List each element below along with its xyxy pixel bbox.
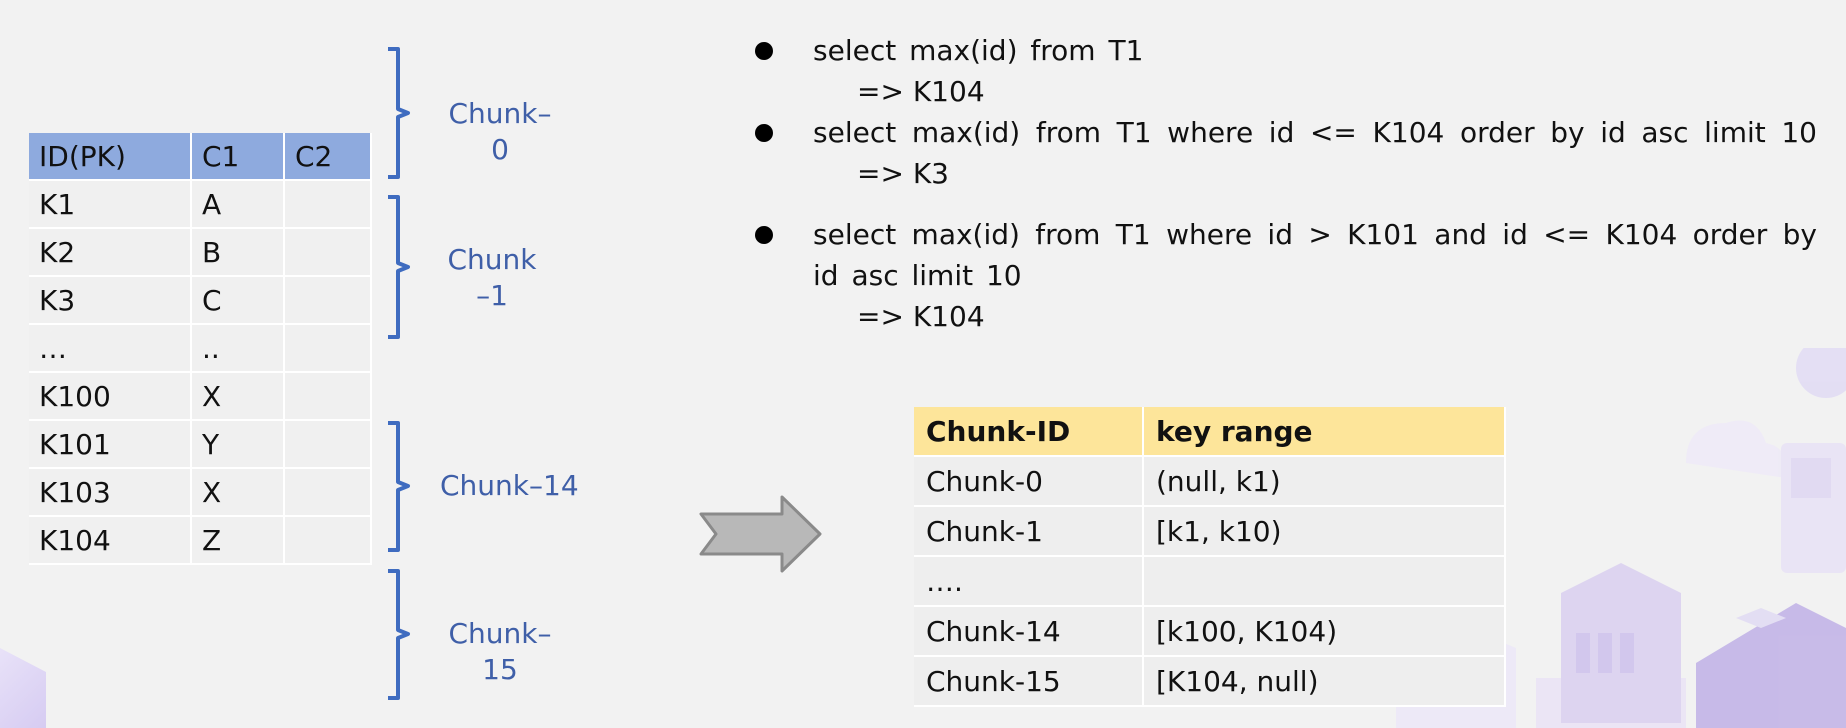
chunk-15-label-line2: 15	[482, 653, 518, 686]
table-row: Chunk-15[K104, null)	[914, 656, 1506, 707]
chunk-15-label: Chunk– 15	[440, 616, 560, 688]
list-item: select max(id) from T1 => K104	[755, 30, 1817, 112]
query-result: => K3	[857, 157, 949, 190]
cell-key-range: (null, k1)	[1143, 456, 1506, 507]
cell-c2	[284, 468, 372, 517]
cell-id: K2	[29, 228, 192, 277]
cell-c1: C	[191, 276, 285, 325]
chunk-14-bracket	[388, 421, 410, 552]
chunk-table-header-row: Chunk-ID key range	[914, 407, 1506, 457]
bullet-dot-icon	[755, 124, 773, 142]
cell-key-range	[1143, 556, 1506, 607]
cell-c2	[284, 516, 372, 565]
cell-id: K100	[29, 372, 192, 421]
cell-chunk-id: Chunk-1	[914, 506, 1144, 557]
cell-c1: A	[191, 180, 285, 229]
chunk-1-label-line2: –1	[476, 279, 508, 312]
chunk-1-label-line1: Chunk	[447, 243, 537, 276]
cell-key-range: [k100, K104)	[1143, 606, 1506, 657]
cell-c2	[284, 420, 372, 469]
bullet-dot-icon	[755, 42, 773, 60]
chunk-15-bracket	[388, 569, 410, 700]
cell-c1: Y	[191, 420, 285, 469]
chunk-1-label: Chunk –1	[432, 242, 552, 314]
chunk-15-label-line1: Chunk–	[448, 617, 552, 650]
cell-c2	[284, 372, 372, 421]
pk-col-header-id: ID(PK)	[29, 133, 192, 181]
chunk-0-label-line1: Chunk–	[448, 97, 552, 130]
query-text: select max(id) from T1	[813, 34, 1144, 67]
cell-c2	[284, 228, 372, 277]
cell-c2	[284, 276, 372, 325]
pk-table-header-row: ID(PK) C1 C2	[29, 133, 372, 181]
cloud-icon	[1686, 420, 1787, 478]
cell-id: K3	[29, 276, 192, 325]
bullet-dot-icon	[755, 226, 773, 244]
table-row: Chunk-0(null, k1)	[914, 456, 1506, 507]
chunk-col-header-id: Chunk-ID	[914, 407, 1144, 457]
cell-c1: X	[191, 468, 285, 517]
cell-c1: X	[191, 372, 285, 421]
query-result: => K104	[857, 75, 985, 108]
chunk-0-label-line2: 0	[491, 133, 509, 166]
chunk-col-header-range: key range	[1143, 407, 1506, 457]
cell-id: K103	[29, 468, 192, 517]
query-bullet-list: select max(id) from T1 => K104 select ma…	[755, 30, 1817, 337]
cell-key-range: [k1, k10)	[1143, 506, 1506, 557]
cell-id: K104	[29, 516, 192, 565]
cell-c2	[284, 324, 372, 373]
query-result: => K104	[857, 300, 985, 333]
query-text: select max(id) from T1 where id <= K104 …	[813, 116, 1817, 149]
table-row: …..	[29, 324, 372, 373]
chunk-0-bracket	[388, 47, 410, 179]
query-text-line1: select max(id) from T1 where id > K101 a…	[813, 218, 1817, 251]
table-row: Chunk-14[k100, K104)	[914, 606, 1506, 657]
cell-c1: ..	[191, 324, 285, 373]
chunk-range-table: Chunk-ID key range Chunk-0(null, k1) Chu…	[914, 407, 1506, 707]
chunk-1-bracket	[388, 195, 410, 339]
cell-id: K101	[29, 420, 192, 469]
chunk-14-label: Chunk–14	[440, 469, 579, 502]
list-item: select max(id) from T1 where id > K101 a…	[755, 214, 1817, 337]
cell-key-range: [K104, null)	[1143, 656, 1506, 707]
cell-chunk-id: ….	[914, 556, 1144, 607]
cell-c2	[284, 180, 372, 229]
table-row: Chunk-1[k1, k10)	[914, 506, 1506, 557]
cell-c1: B	[191, 228, 285, 277]
background-decoration-left	[0, 648, 46, 728]
cell-chunk-id: Chunk-14	[914, 606, 1144, 657]
pk-col-header-c2: C2	[284, 133, 372, 181]
query-text-line2: id asc limit 10	[813, 259, 1022, 292]
cell-id: K1	[29, 180, 192, 229]
table-row: ….	[914, 556, 1506, 607]
right-arrow-icon	[699, 495, 822, 573]
cell-c1: Z	[191, 516, 285, 565]
pk-col-header-c1: C1	[191, 133, 285, 181]
cell-chunk-id: Chunk-15	[914, 656, 1144, 707]
cell-chunk-id: Chunk-0	[914, 456, 1144, 507]
chunk-0-label: Chunk– 0	[440, 96, 560, 168]
cell-id: …	[29, 324, 192, 373]
list-item: select max(id) from T1 where id <= K104 …	[755, 112, 1817, 194]
